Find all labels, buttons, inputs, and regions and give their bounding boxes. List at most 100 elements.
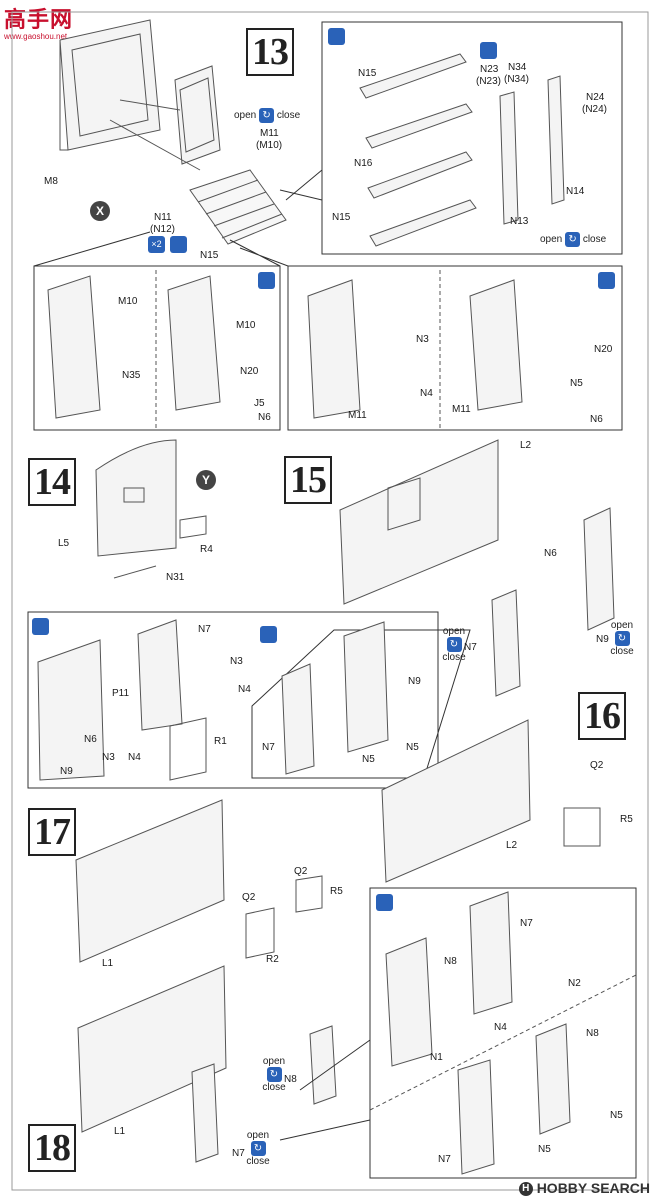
- part-label: N14: [566, 186, 585, 197]
- close-label: close: [610, 646, 634, 657]
- part-label: (N12): [150, 224, 176, 235]
- step-16-number: 16: [578, 692, 626, 740]
- step-15-number: 15: [284, 456, 332, 504]
- open-label: open: [234, 110, 257, 122]
- open-close-toggle-18a: open ↻ close: [262, 1056, 286, 1093]
- rail-parts-13: [359, 53, 565, 247]
- part-label: N7: [438, 1154, 451, 1165]
- part-label: N9: [596, 634, 609, 645]
- part-label: N6: [590, 414, 603, 425]
- part-label: N15: [332, 212, 351, 223]
- hobby-search-text: HOBBY SEARCH: [536, 1179, 650, 1196]
- part-label: N34: [508, 62, 527, 73]
- part-label: N7: [262, 742, 275, 753]
- step-18-number: 18: [28, 1124, 76, 1172]
- part-label: Q2: [590, 760, 604, 771]
- cab-frame-13: [59, 19, 161, 151]
- glue-icon: [480, 42, 497, 59]
- side-panel-l2: [339, 439, 499, 605]
- part-label: N11: [154, 212, 172, 223]
- part-label: R4: [200, 544, 213, 555]
- marker-y: Y: [196, 470, 216, 490]
- wall-panel-l5: [95, 439, 177, 557]
- open-close-toggle-13: open ↻ close: [234, 108, 300, 123]
- hobby-search-logo-icon: H: [518, 1182, 533, 1196]
- part-label: P11: [112, 688, 130, 699]
- part-label: (M10): [256, 140, 283, 151]
- part-label: N8: [444, 956, 457, 967]
- part-label: (N24): [582, 104, 608, 115]
- part-label: R2: [266, 954, 279, 965]
- part-label: Q2: [242, 892, 256, 903]
- part-label: M11: [260, 128, 279, 139]
- part-label: M11: [452, 404, 471, 415]
- open-close-icon: ↻: [614, 631, 630, 646]
- part-label: N7: [464, 642, 477, 653]
- open-label: open: [262, 1056, 286, 1067]
- part-label: N15: [200, 250, 219, 261]
- part-label: L2: [506, 840, 518, 851]
- part-label: N8: [586, 1028, 599, 1039]
- part-label: N7: [520, 918, 533, 929]
- times2-icon: ×2: [148, 236, 165, 253]
- open-label: open: [610, 620, 634, 631]
- part-label: N20: [240, 366, 259, 377]
- part-label: N3: [102, 752, 115, 763]
- part-label: N1: [430, 1052, 443, 1063]
- part-label: N9: [408, 676, 421, 687]
- part-label: M10: [118, 296, 138, 307]
- part-label: R1: [214, 736, 227, 747]
- open-close-icon: ↻: [266, 1067, 282, 1082]
- part-label: N31: [166, 572, 185, 583]
- open-close-icon: ↻: [250, 1141, 266, 1156]
- part-label: L1: [102, 958, 114, 969]
- part-label: M10: [236, 320, 256, 331]
- part-label: N4: [238, 684, 251, 695]
- part-label: N20: [594, 344, 613, 355]
- close-label: close: [262, 1082, 286, 1093]
- part-label: N6: [544, 548, 557, 559]
- pencil-icon: [598, 272, 615, 289]
- open-label: open: [246, 1130, 270, 1141]
- step-ladder-n15: [189, 169, 287, 245]
- close-label: close: [442, 652, 466, 663]
- part-label: N9: [60, 766, 73, 777]
- site-watermark: 高手网 www.gaoshou.net: [4, 2, 73, 41]
- part-label: N4: [420, 388, 433, 399]
- open-close-icon: ↻: [565, 232, 581, 247]
- close-label: close: [582, 234, 607, 246]
- part-label: N2: [568, 978, 581, 989]
- part-label: N6: [258, 412, 271, 423]
- part-label: R5: [620, 814, 633, 825]
- part-label: N15: [358, 68, 377, 79]
- part-label: N5: [406, 742, 419, 753]
- marker-x: X: [90, 201, 110, 221]
- part-label: N5: [570, 378, 583, 389]
- part-label: L5: [58, 538, 70, 549]
- glue-icon: [170, 236, 187, 253]
- part-label: N3: [230, 656, 243, 667]
- pencil-icon: [328, 28, 345, 45]
- part-label: N5: [610, 1110, 623, 1121]
- step-14-number: 14: [28, 458, 76, 506]
- part-label: M11: [348, 410, 367, 421]
- open-close-toggle-18b: open ↻ close: [246, 1130, 270, 1167]
- open-label: open: [442, 626, 466, 637]
- step-13-number: 13: [246, 28, 294, 76]
- pencil-icon: [260, 626, 277, 643]
- close-label: close: [246, 1156, 270, 1167]
- part-label: N16: [354, 158, 373, 169]
- part-label: N6: [84, 734, 97, 745]
- door-m11-13: [174, 65, 221, 165]
- part-label: R5: [330, 886, 343, 897]
- watermark-url: www.gaoshou.net: [4, 32, 68, 41]
- part-label: (N34): [504, 74, 530, 85]
- part-label: J5: [254, 398, 265, 409]
- part-label: N5: [538, 1144, 551, 1155]
- part-label: N4: [128, 752, 141, 763]
- part-label: N24: [586, 92, 605, 103]
- pencil-icon: [32, 618, 49, 635]
